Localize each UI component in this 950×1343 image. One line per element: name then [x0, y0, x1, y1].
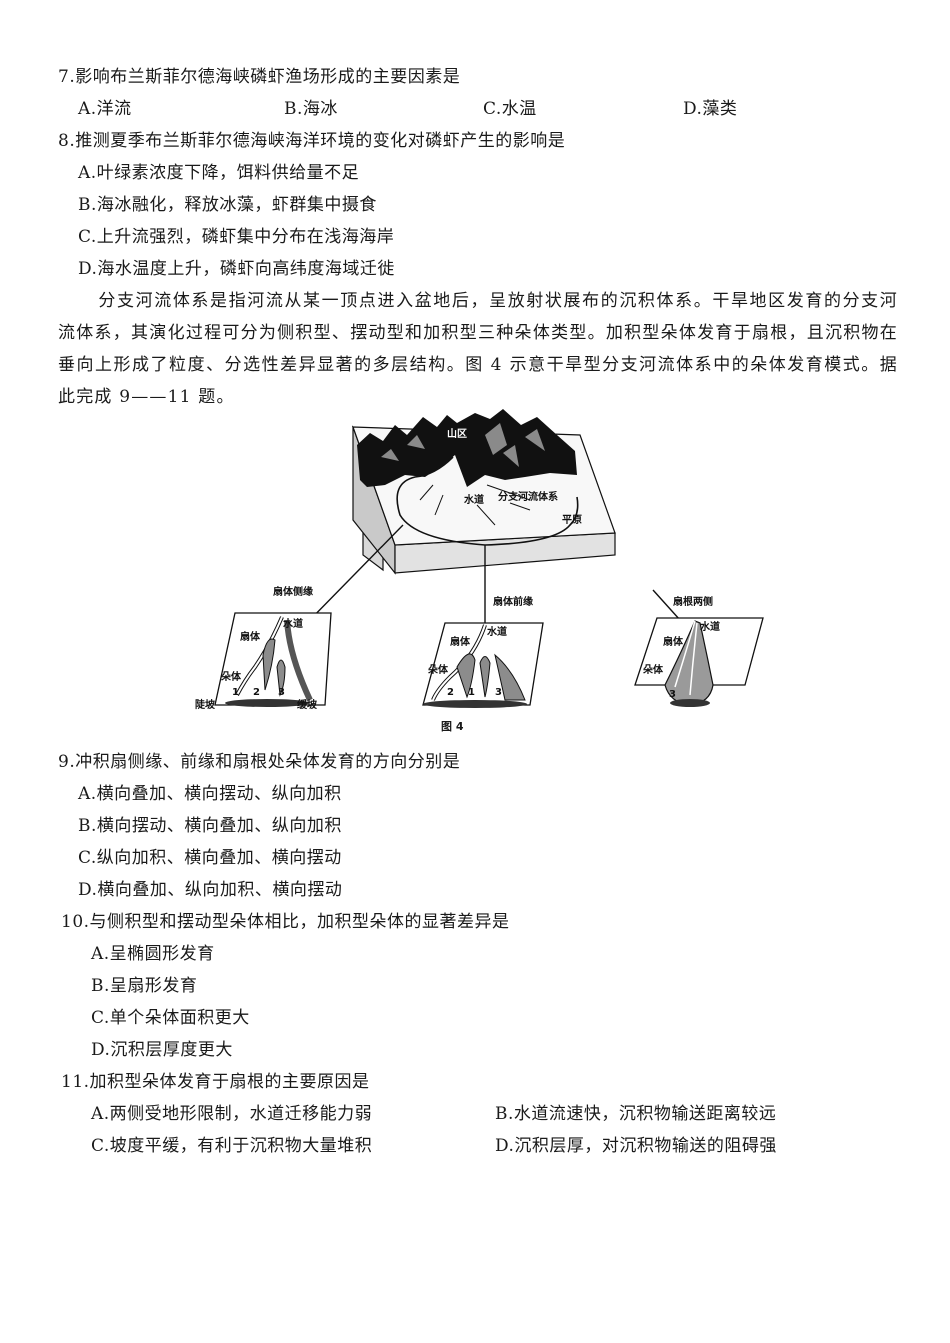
panel-fan-lateral-margin: 扇体侧缘 扇体 水道 朵体 1 2 3 陡坡 缓坡	[195, 585, 332, 711]
q11-option-a: A.两侧受地形限制，水道迁移能力弱	[91, 1104, 373, 1124]
fan-diagram: 山区 水道 分支河流体系 平原 扇体侧缘 扇体 水道 朵体 1 2 3 陡坡 缓…	[195, 409, 764, 711]
panel1-steep-slope: 陡坡	[195, 698, 216, 711]
panel1-num-1: 1	[232, 687, 239, 698]
q8-option-a: A.叶绿素浓度下降，饵料供给量不足	[78, 163, 360, 183]
panel2-channel: 水道	[486, 625, 507, 638]
panel1-fan: 扇体	[240, 630, 261, 643]
label-plain: 平原	[562, 514, 582, 526]
panel2-num-1: 1	[468, 687, 475, 698]
q7-option-d: D.藻类	[683, 99, 738, 119]
panel1-channel: 水道	[282, 617, 303, 630]
panel3-num-3: 3	[669, 689, 676, 700]
panel2-num-3: 3	[495, 687, 502, 698]
q11-stem: 11.加积型朵体发育于扇根的主要原因是	[61, 1072, 370, 1092]
q10-option-b: B.呈扇形发育	[91, 976, 198, 996]
panel3-fan: 扇体	[663, 635, 684, 648]
panel1-title: 扇体侧缘	[273, 585, 313, 598]
label-mountain: 山区	[447, 427, 467, 440]
panel3-title: 扇根两侧	[673, 595, 713, 608]
q8-option-c: C.上升流强烈，磷虾集中分布在浅海海岸	[78, 227, 395, 247]
panel-fan-root-sides: 扇根两侧 扇体 水道 朵体 3	[634, 595, 764, 707]
panel1-num-2: 2	[253, 687, 260, 698]
q7-option-a: A.洋流	[78, 99, 132, 119]
panel-fan-front-margin: 扇体前缘 扇体 水道 朵体 2 1 3	[422, 595, 544, 708]
panel2-fan: 扇体	[450, 635, 471, 648]
q8-option-d: D.海水温度上升，磷虾向高纬度海域迁徙	[78, 259, 395, 279]
q7-option-b: B.海冰	[284, 99, 338, 119]
q9-option-b: B.横向摆动、横向叠加、纵向加积	[78, 816, 342, 836]
q10-option-a: A.呈椭圆形发育	[91, 944, 215, 964]
figure-caption: 图 4	[441, 720, 464, 733]
panel2-num-2: 2	[447, 687, 454, 698]
panel2-title: 扇体前缘	[493, 595, 533, 608]
q8-option-b: B.海冰融化，释放冰藻，虾群集中摄食	[78, 195, 377, 215]
passage-text: 分支河流体系是指河流从某一顶点进入盆地后，呈放射状展布的沉积体系。干旱地区发育的…	[58, 291, 898, 407]
panel1-gentle-slope: 缓坡	[296, 698, 318, 711]
q7-stem: 7.影响布兰斯菲尔德海峡磷虾渔场形成的主要因素是	[58, 67, 461, 87]
q9-option-d: D.横向叠加、纵向加积、横向摆动	[78, 880, 343, 900]
reading-passage: 分支河流体系是指河流从某一顶点进入盆地后，呈放射状展布的沉积体系。干旱地区发育的…	[58, 285, 898, 413]
q11-option-b: B.水道流速快，沉积物输送距离较远	[495, 1104, 777, 1124]
panel3-channel: 水道	[699, 620, 720, 633]
q8-stem: 8.推测夏季布兰斯菲尔德海峡海洋环境的变化对磷虾产生的影响是	[58, 131, 566, 151]
q10-option-d: D.沉积层厚度更大	[91, 1040, 233, 1060]
panel1-lobe: 朵体	[221, 670, 242, 683]
label-system: 分支河流体系	[498, 490, 558, 503]
q10-option-c: C.单个朵体面积更大	[91, 1008, 250, 1028]
q9-option-c: C.纵向加积、横向叠加、横向摆动	[78, 848, 342, 868]
block-diagram: 山区 水道 分支河流体系 平原	[351, 409, 616, 575]
q11-option-d: D.沉积层厚，对沉积物输送的阻碍强	[495, 1136, 777, 1156]
q9-option-a: A.横向叠加、横向摆动、纵向加积	[78, 784, 342, 804]
q7-option-c: C.水温	[483, 99, 537, 119]
panel1-num-3: 3	[278, 687, 285, 698]
panel3-lobe: 朵体	[643, 663, 664, 676]
q9-stem: 9.冲积扇侧缘、前缘和扇根处朵体发育的方向分别是	[58, 752, 461, 772]
q10-stem: 10.与侧积型和摆动型朵体相比，加积型朵体的显著差异是	[61, 912, 510, 932]
q11-option-c: C.坡度平缓，有利于沉积物大量堆积	[91, 1136, 373, 1156]
figure-4: 山区 水道 分支河流体系 平原 扇体侧缘 扇体 水道 朵体 1 2 3 陡坡 缓…	[185, 405, 785, 735]
panel2-lobe: 朵体	[428, 663, 449, 676]
label-block-channel: 水道	[463, 493, 484, 506]
